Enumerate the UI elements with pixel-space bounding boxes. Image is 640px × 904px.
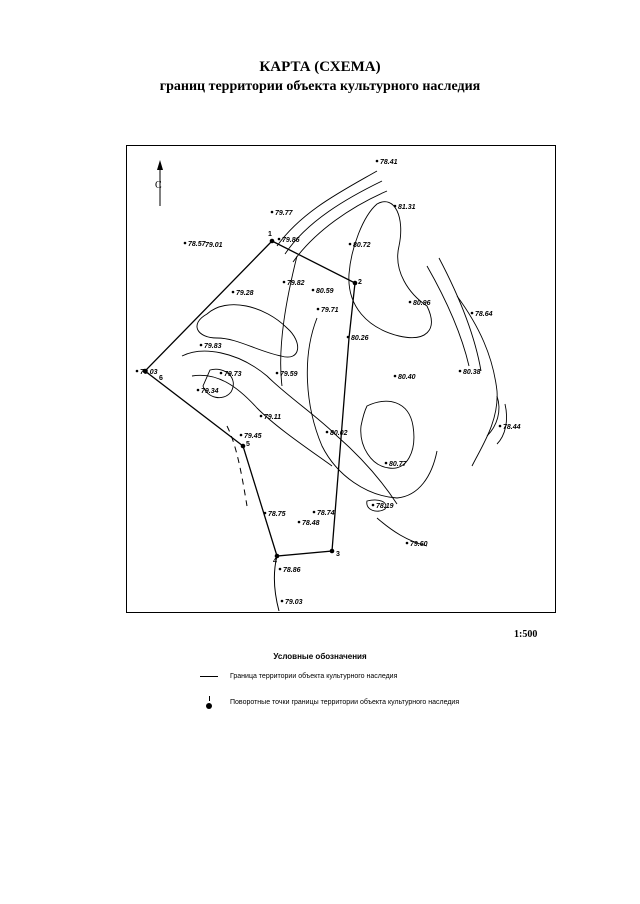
elevation-mark: 78.44 (498, 424, 521, 431)
svg-text:80.38: 80.38 (463, 369, 481, 376)
svg-text:80.96: 80.96 (413, 300, 431, 307)
svg-text:80.77: 80.77 (389, 461, 408, 468)
elevation-mark: 78.64 (470, 311, 493, 318)
svg-text:78.19: 78.19 (376, 503, 394, 510)
svg-text:79.71: 79.71 (321, 307, 339, 314)
svg-text:80.02: 80.02 (330, 430, 348, 437)
svg-text:78.74: 78.74 (317, 510, 335, 517)
elevation-mark: 79.77 (270, 210, 294, 217)
svg-text:78.48: 78.48 (302, 520, 320, 527)
svg-text:79.83: 79.83 (204, 343, 222, 350)
north-arrow-icon (157, 160, 163, 206)
svg-text:78.64: 78.64 (475, 311, 493, 318)
point-number: 4 (273, 558, 277, 565)
svg-text:79.82: 79.82 (287, 280, 305, 287)
point-number: 3 (336, 551, 340, 558)
legend-item-points: Поворотные точки границы территории объе… (196, 696, 459, 709)
svg-text:80.26: 80.26 (351, 335, 369, 342)
point-number: 6 (159, 375, 163, 382)
svg-text:79.60: 79.60 (410, 541, 428, 548)
svg-text:80.40: 80.40 (398, 374, 416, 381)
map-subtitle: границ территории объекта культурного на… (159, 79, 481, 94)
elevation-marks: 78.41 81.31 79.77 78.57 79.01 79.86 80.7… (135, 159, 521, 606)
elevation-mark: 79.60 (405, 541, 428, 548)
elevation-mark: 79.73 (219, 371, 242, 378)
elevation-mark: 80.26 (346, 335, 369, 342)
boundary-point (269, 238, 275, 244)
elevation-mark: 80.59 (311, 288, 334, 295)
point-number: 1 (268, 231, 272, 238)
elevation-mark: 78.75 (263, 511, 286, 518)
svg-text:79.86: 79.86 (282, 237, 300, 244)
map-frame: С (126, 145, 556, 613)
elevation-mark: 79.03 (280, 599, 303, 606)
elevation-mark: 80.40 (393, 374, 416, 381)
legend-boundary-label: Граница территории объекта культурного н… (230, 673, 398, 680)
svg-text:79.03: 79.03 (285, 599, 303, 606)
elevation-mark: 79.34 (196, 388, 219, 395)
svg-text:78.44: 78.44 (503, 424, 521, 431)
boundary-line (144, 240, 356, 611)
elevation-mark: 79.83 (199, 343, 222, 350)
legend-points-label: Поворотные точки границы территории объе… (230, 699, 460, 706)
svg-text:79.45: 79.45 (244, 433, 262, 440)
boundary-point (274, 553, 280, 559)
elevation-mark: 80.02 (325, 430, 348, 437)
svg-text:81.31: 81.31 (398, 204, 416, 211)
elevation-mark: 80.96 (408, 300, 431, 307)
svg-text:79.28: 79.28 (236, 290, 254, 297)
elevation-mark: 78.74 (312, 510, 335, 517)
elevation-mark: 80.72 (348, 242, 371, 249)
map-scale: 1:500 (514, 629, 538, 640)
turning-point-icon (196, 696, 222, 709)
svg-text:79.59: 79.59 (280, 371, 298, 378)
elevation-mark: 79.82 (282, 280, 305, 287)
elevation-mark: 79.59 (275, 371, 298, 378)
boundary-point (329, 548, 335, 554)
elevation-mark: 81.31 (393, 204, 416, 211)
map-title: КАРТА (СХЕМА) (259, 59, 381, 75)
elevation-mark: 78.86 (278, 567, 301, 574)
svg-text:79.77: 79.77 (275, 210, 294, 217)
elevation-mark: 80.38 (458, 369, 481, 376)
svg-text:80.72: 80.72 (353, 242, 371, 249)
svg-text:80.59: 80.59 (316, 288, 334, 295)
contour-lines (181, 170, 508, 547)
elevation-mark: 79.71 (316, 307, 339, 314)
svg-text:78.75: 78.75 (268, 511, 286, 518)
svg-text:78.41: 78.41 (380, 159, 398, 166)
elevation-mark: 78.48 (297, 520, 320, 527)
boundary-points (142, 238, 358, 559)
point-number: 5 (246, 441, 250, 448)
svg-text:79.11: 79.11 (264, 414, 281, 421)
legend-title: Условные обозначения (273, 652, 367, 661)
svg-text:79.34: 79.34 (201, 388, 219, 395)
svg-text:78.86: 78.86 (283, 567, 301, 574)
elevation-mark: 79.01 (205, 242, 223, 249)
svg-text:79.73: 79.73 (224, 371, 242, 378)
boundary-point (240, 443, 246, 449)
elevation-mark: 78.41 (375, 159, 398, 166)
svg-text:79.01: 79.01 (205, 242, 223, 249)
point-number: 2 (358, 279, 362, 286)
boundary-point (142, 368, 148, 374)
elevation-mark: 78.57 (183, 241, 207, 248)
elevation-mark: 79.03 (135, 369, 158, 376)
line-icon (196, 676, 222, 677)
map-canvas: С (135, 159, 521, 611)
document-title: КАРТА (СХЕМА) границ территории объекта … (0, 58, 640, 96)
elevation-mark: 80.77 (384, 461, 408, 468)
boundary-point (352, 280, 358, 286)
svg-text:79.03: 79.03 (140, 369, 158, 376)
boundary-point-numbers: 1 2 3 4 5 6 (159, 231, 362, 565)
elevation-mark: 79.45 (239, 433, 262, 440)
elevation-mark: 79.28 (231, 290, 254, 297)
svg-text:78.57: 78.57 (188, 241, 207, 248)
elevation-mark: 79.86 (277, 237, 300, 244)
north-label: С (155, 180, 162, 191)
elevation-mark: 78.19 (371, 503, 394, 510)
elevation-mark: 79.11 (259, 414, 281, 421)
legend-item-boundary: Граница территории объекта культурного н… (196, 673, 397, 680)
